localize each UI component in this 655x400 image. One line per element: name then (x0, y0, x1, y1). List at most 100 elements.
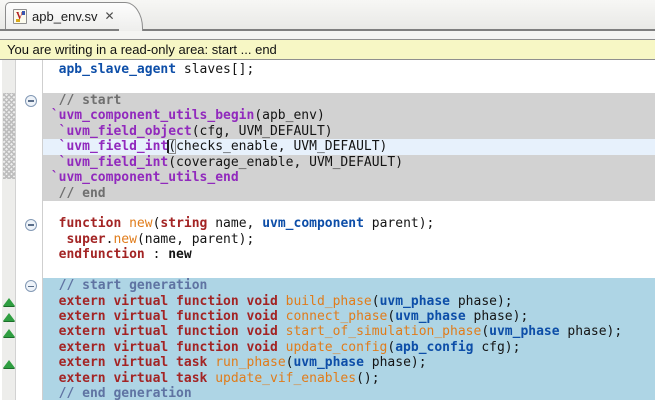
code-token: extern virtual function void (58, 309, 278, 324)
code-lines[interactable]: apb_slave_agent slaves[]; // start `uvm_… (42, 60, 655, 400)
code-token: parent); (363, 216, 435, 232)
code-line[interactable]: `uvm_field_int(coverage_enable, UVM_DEFA… (43, 154, 655, 171)
code-token: start_of_simulation_phase (285, 324, 482, 340)
code-token (43, 371, 59, 386)
code-token: (name, parent); (136, 231, 255, 247)
code-line[interactable]: `uvm_field_object(cfg, UVM_DEFAULT) (43, 123, 655, 140)
code-token (43, 170, 51, 185)
code-token (43, 324, 59, 339)
code-token: connect_phase (285, 309, 388, 324)
code-token: phase); (465, 309, 529, 324)
file-icon-yellow-mark (16, 18, 20, 22)
code-token: (); (356, 370, 380, 386)
code-line[interactable]: `uvm_field_int(checks_enable, UVM_DEFAUL… (43, 139, 655, 155)
code-token: uvm_component (262, 216, 364, 232)
folding-margin[interactable] (16, 60, 42, 400)
code-token (43, 294, 59, 309)
warning-text: You are writing in a read-only area: sta… (7, 42, 277, 57)
code-line[interactable]: // end generation (43, 386, 655, 400)
code-line[interactable]: // start generation (43, 278, 655, 294)
code-line[interactable] (43, 263, 655, 278)
code-token: phase); (559, 324, 623, 340)
code-token: (apb_env) (254, 108, 325, 124)
code-token: checks_enable, UVM_DEFAULT) (176, 139, 388, 155)
code-token: name, (207, 216, 263, 232)
code-token: slaves[]; (176, 62, 255, 77)
read-only-region-marker (3, 92, 15, 180)
annotation-ruler[interactable] (2, 60, 16, 400)
code-line[interactable]: endfunction : new (43, 247, 655, 262)
code-token: apb_slave_agent (58, 62, 177, 77)
code-token: phase); (363, 355, 427, 371)
code-line[interactable]: extern virtual function void update_conf… (43, 339, 655, 356)
generated-code-marker-icon (3, 328, 15, 337)
code-token (43, 124, 59, 139)
code-editor[interactable]: apb_slave_agent slaves[]; // start `uvm_… (0, 60, 655, 400)
code-token (43, 309, 59, 324)
code-line[interactable]: // start (43, 92, 655, 109)
code-line[interactable] (43, 201, 655, 216)
code-token: update_vif_enables (215, 370, 357, 386)
code-token (43, 232, 66, 247)
code-token: (coverage_enable, UVM_DEFAULT) (168, 154, 404, 170)
code-token: extern virtual task (58, 370, 208, 386)
code-token: ( (387, 339, 396, 355)
code-token: phase); (450, 293, 513, 309)
tab-close-icon[interactable]: ✕ (104, 9, 115, 23)
code-token: // end generation (43, 386, 192, 400)
code-line[interactable]: function new(string name, uvm_component … (43, 216, 655, 231)
code-token: ( (371, 293, 380, 309)
file-icon-letter: V (16, 10, 24, 22)
code-token: uvm_phase (379, 293, 451, 309)
code-token: extern virtual function void (58, 339, 278, 355)
code-token: function (58, 216, 122, 232)
code-line[interactable] (43, 77, 655, 92)
code-token (278, 340, 286, 355)
code-line[interactable]: super.new(name, parent); (43, 232, 655, 247)
code-token: string (160, 216, 208, 232)
code-token (43, 155, 59, 170)
code-line[interactable]: extern virtual function void build_phase… (43, 293, 655, 309)
code-token: super (66, 231, 106, 247)
code-token: `uvm_field_int (58, 139, 169, 155)
code-token (43, 139, 59, 154)
generated-code-marker-icon (3, 359, 15, 368)
code-token: `uvm_component_utils_begin (50, 108, 255, 124)
code-token: `uvm_component_utils_end (50, 170, 239, 186)
code-token: // start generation (43, 278, 208, 294)
code-token: // start (43, 92, 122, 108)
code-token: update_config (285, 339, 388, 355)
collapse-fold-icon[interactable] (25, 94, 37, 107)
systemverilog-file-icon: V (13, 8, 27, 24)
code-token (43, 247, 59, 262)
code-line[interactable]: `uvm_component_utils_begin(apb_env) (43, 108, 655, 124)
code-token (43, 216, 59, 231)
code-token (278, 294, 286, 309)
code-token: uvm_phase (293, 355, 364, 371)
code-token: endfunction (58, 247, 145, 263)
tab-title: apb_env.sv (32, 8, 98, 24)
code-token: new (129, 216, 153, 232)
matched-bracket: ( (168, 139, 177, 155)
code-token (43, 62, 59, 77)
code-line[interactable]: extern virtual function void start_of_si… (43, 324, 655, 340)
code-line[interactable]: // end (43, 185, 655, 201)
code-token: // end (43, 185, 106, 201)
code-line[interactable]: apb_slave_agent slaves[]; (43, 62, 655, 77)
code-token (121, 216, 129, 231)
code-line[interactable]: extern virtual function void connect_pha… (43, 309, 655, 325)
code-token: extern virtual function void (58, 324, 278, 340)
code-line[interactable]: `uvm_component_utils_end (43, 170, 655, 186)
tab-apb-env[interactable]: V apb_env.sv ✕ (5, 2, 143, 31)
code-token: extern virtual task (58, 355, 208, 371)
code-token: run_phase (215, 355, 286, 371)
generated-code-marker-icon (3, 313, 15, 322)
code-token: cfg); (473, 339, 521, 355)
code-token: . (105, 231, 114, 247)
code-token: `uvm_field_int (58, 154, 169, 170)
collapse-fold-icon[interactable] (25, 218, 37, 231)
code-line[interactable]: extern virtual task run_phase(uvm_phase … (43, 355, 655, 371)
collapse-fold-icon[interactable] (25, 280, 37, 293)
code-line[interactable]: extern virtual task update_vif_enables()… (43, 370, 655, 387)
